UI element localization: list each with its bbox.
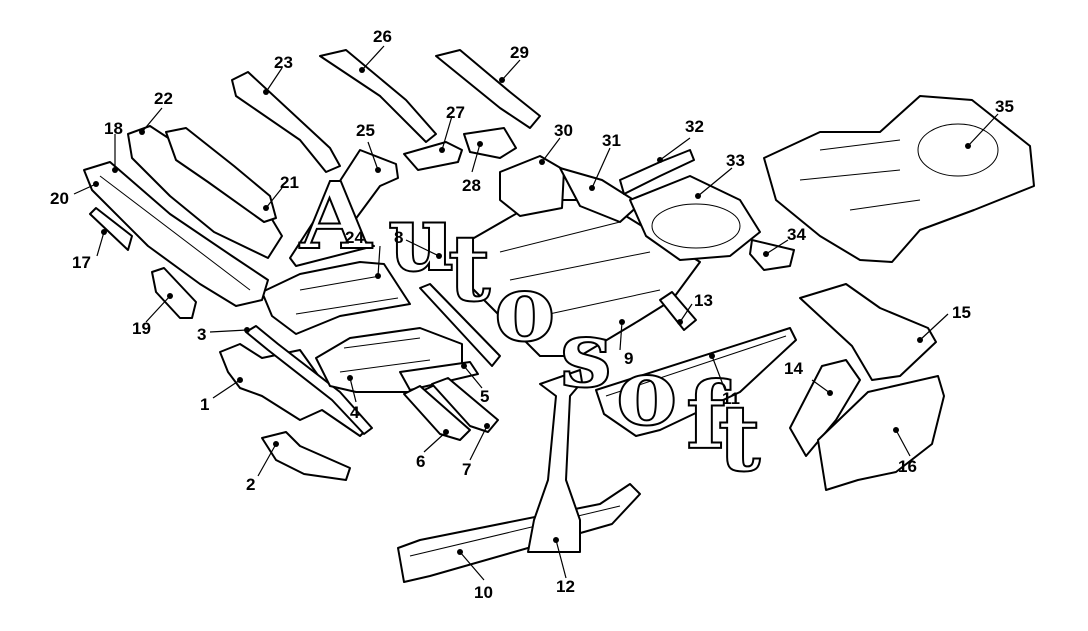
callout-10: 10 — [474, 583, 493, 602]
callout-4: 4 — [350, 403, 360, 422]
callout-14: 14 — [784, 359, 803, 378]
part-23-shape — [231, 71, 341, 173]
callout-19: 19 — [132, 319, 151, 338]
callout-25: 25 — [356, 121, 375, 140]
callout-15: 15 — [952, 303, 971, 322]
callout-20: 20 — [50, 189, 69, 208]
part-26-shape — [319, 49, 437, 143]
part-27-shape — [403, 141, 463, 171]
callout-34: 34 — [787, 225, 806, 244]
part-2-shape — [261, 431, 351, 481]
part-16-shape — [817, 375, 945, 491]
callout-23: 23 — [274, 53, 293, 72]
callout-16: 16 — [898, 457, 917, 476]
part-15-shape — [799, 283, 937, 381]
callout-2: 2 — [246, 475, 255, 494]
watermark-letter: o — [494, 254, 555, 362]
watermark-letter: s — [560, 300, 612, 408]
callout-30: 30 — [554, 121, 573, 140]
part-33-shape — [629, 175, 761, 261]
part-31-shape — [559, 167, 641, 223]
callout-7: 7 — [462, 460, 471, 479]
callout-8: 8 — [394, 228, 403, 247]
leader-lines — [73, 45, 999, 581]
callout-32: 32 — [685, 117, 704, 136]
part-19-shape — [151, 267, 197, 319]
callout-3: 3 — [197, 325, 206, 344]
callout-31: 31 — [602, 131, 621, 150]
parts-layer — [83, 49, 1035, 583]
part-10-shape — [397, 483, 641, 583]
leader-dots — [93, 67, 971, 555]
part-28-shape — [463, 127, 517, 159]
part-30-shape — [499, 155, 565, 217]
part-8-shape — [419, 283, 501, 367]
callout-labels: 1 2 3 4 5 6 7 8 9 10 11 12 13 14 15 16 1… — [50, 27, 1014, 602]
callout-11: 11 — [722, 389, 740, 408]
callout-9: 9 — [624, 349, 633, 368]
watermark-letter: t — [448, 214, 491, 322]
part-17-shape — [89, 207, 133, 251]
watermark: A u t o s o f t — [298, 161, 762, 493]
callout-22: 22 — [154, 89, 173, 108]
part-12-shape — [527, 369, 583, 553]
part-14-shape — [789, 359, 861, 457]
part-1-shape — [219, 343, 369, 437]
callout-33: 33 — [726, 151, 745, 170]
part-21-shape — [165, 127, 277, 223]
watermark-letter: o — [616, 338, 677, 446]
callout-5: 5 — [480, 387, 489, 406]
watermark-letter: f — [686, 362, 731, 470]
watermark-letter: u — [388, 184, 455, 292]
watermark-letter: t — [718, 384, 761, 492]
callout-17: 17 — [72, 253, 91, 272]
part-24-shape — [261, 261, 411, 335]
part-6-shape — [403, 385, 471, 441]
callout-27: 27 — [446, 103, 465, 122]
callout-26: 26 — [373, 27, 392, 46]
part-7-shape — [431, 377, 499, 433]
part-34-shape — [749, 239, 795, 271]
part-29-shape — [435, 49, 541, 129]
callout-6: 6 — [416, 452, 425, 471]
callout-28: 28 — [462, 176, 481, 195]
part-11-shape — [595, 327, 797, 437]
part-35-shape — [763, 95, 1035, 263]
callout-18: 18 — [104, 119, 123, 138]
callout-1: 1 — [200, 395, 209, 414]
part-3-shape — [245, 325, 373, 435]
callout-12: 12 — [556, 577, 575, 596]
callout-13: 13 — [694, 291, 713, 310]
callout-29: 29 — [510, 43, 529, 62]
part-13-shape — [659, 291, 697, 331]
watermark-letter: A — [299, 162, 373, 270]
part-5-shape — [399, 361, 479, 391]
callout-21: 21 — [280, 173, 299, 192]
callout-24: 24 — [345, 228, 364, 247]
callout-35: 35 — [995, 97, 1014, 116]
